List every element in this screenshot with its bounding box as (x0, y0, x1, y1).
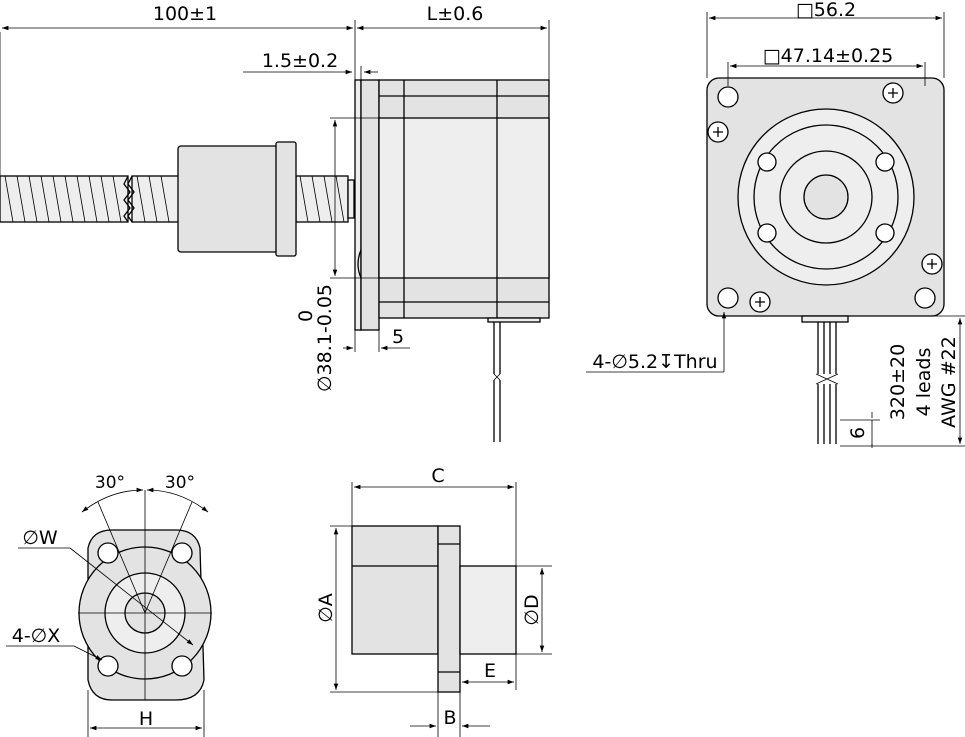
motor-body (354, 79, 550, 442)
screw-icons (707, 82, 943, 313)
lead-gauge-label: AWG #22 (938, 336, 960, 428)
lead-screw (0, 175, 355, 223)
nut-width-label: H (139, 708, 153, 730)
nut-body-diameter-label: ∅A (315, 593, 337, 623)
nut-side-view (330, 482, 552, 737)
side-dimensions (0, 20, 550, 352)
nut-pilot-diameter-label: ∅D (521, 594, 543, 625)
lead-strip-label: 6 (847, 427, 869, 439)
boss-diameter-upper-label: 0 (295, 310, 317, 322)
screw-nut (177, 141, 297, 257)
motor-length-label: L±0.6 (427, 3, 484, 25)
boss-diameter-lower-label: ∅38.1-0.05 (314, 284, 336, 392)
frame-size-label: □56.2 (796, 0, 856, 21)
front-view (586, 12, 965, 448)
mount-holes-label: 4-∅5.2↧Thru (592, 351, 717, 373)
nut-pilot-length-label: E (484, 660, 496, 682)
boss-height-label: 5 (392, 326, 404, 348)
lead-length-label: 320±20 (887, 344, 909, 420)
nut-bolt-circle-label: ∅W (22, 527, 58, 549)
screw-length-label: 100±1 (153, 3, 217, 25)
hole-spacing-label: □47.14±0.25 (763, 45, 894, 67)
side-view: 100±1 L±0.6 1.5±0.2 5 0 ∅38.1-0.05 (0, 3, 550, 442)
nut-angle-left-label: 30° (95, 473, 125, 493)
nut-angle-right-label: 30° (165, 473, 195, 493)
nut-flange-thickness-label: B (443, 707, 456, 729)
flange-thickness-label: 1.5±0.2 (262, 50, 338, 72)
nut-length-label: C (431, 465, 444, 487)
nut-holes-label: 4-∅X (12, 625, 61, 647)
nut-front-view (6, 487, 212, 737)
lead-count-label: 4 leads (913, 348, 935, 417)
